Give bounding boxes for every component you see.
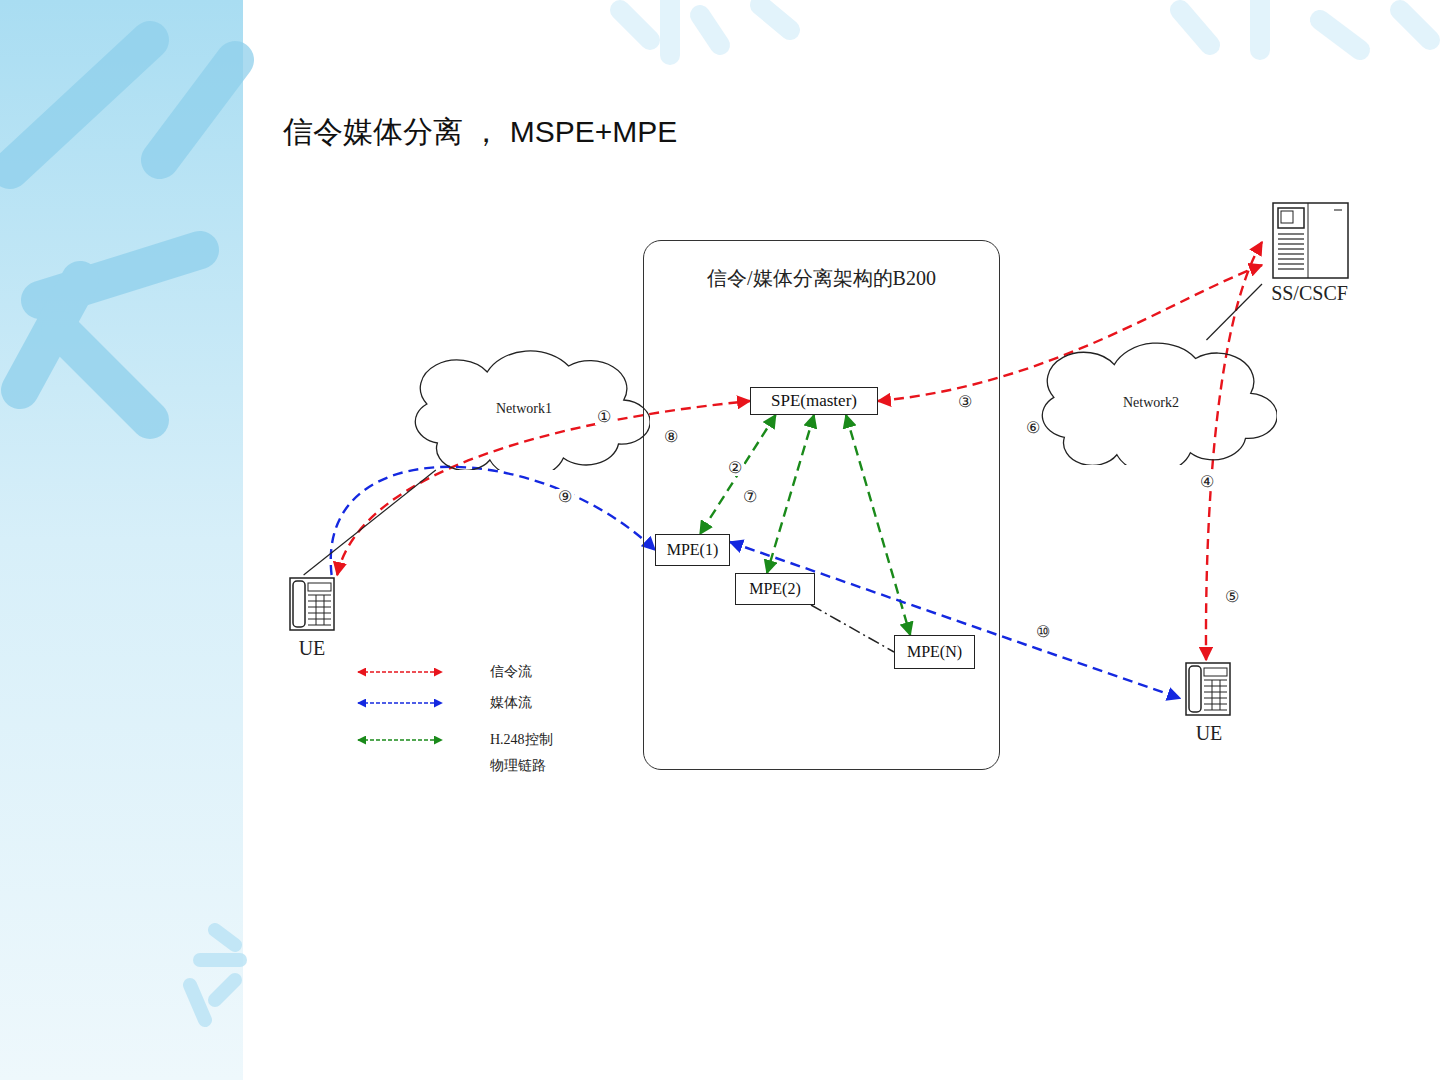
physical-link <box>1206 284 1262 340</box>
h248-control-flow <box>767 415 814 573</box>
legend-text: 媒体流 <box>490 694 532 712</box>
media-processing-entity: MPE(1) <box>655 534 730 566</box>
callout-number: ⑨ <box>556 489 574 505</box>
user-terminal: UE <box>284 575 340 660</box>
phone-icon <box>289 577 335 631</box>
legend-text: 物理链路 <box>490 757 546 775</box>
callout-number: ⑤ <box>1223 589 1241 605</box>
legend-text: H.248控制 <box>490 731 553 749</box>
media-processing-entity: MPE(2) <box>735 573 815 605</box>
box-label: MPE(N) <box>907 643 962 661</box>
callout-number: ⑦ <box>741 489 759 505</box>
legend-swatch <box>354 696 446 710</box>
device-label: UE <box>274 636 350 660</box>
device-label: SS/CSCF <box>1252 281 1367 305</box>
signaling-processing-entity: SPE(master) <box>750 387 878 415</box>
physical-link <box>811 605 894 652</box>
callout-number: ③ <box>956 394 974 410</box>
signaling-flow <box>1206 242 1262 660</box>
h248-control-flow <box>700 415 776 534</box>
media-processing-entity: MPE(N) <box>894 635 975 669</box>
user-terminal: UE <box>1180 660 1238 745</box>
signaling-flow <box>337 401 750 575</box>
system-boundary: 信令/媒体分离架构的B200SPE(master) MPE(1) MPE(2) MPE… <box>643 240 1000 770</box>
callout-number: ② <box>726 460 744 476</box>
media-flow <box>730 542 1180 698</box>
callout-number: ① <box>595 409 613 425</box>
device-label: UE <box>1170 721 1248 745</box>
network-label: Network2 <box>1025 395 1277 411</box>
network-cloud: Network2 <box>1025 340 1277 465</box>
phone-icon <box>1185 662 1231 716</box>
legend-swatch <box>354 665 446 679</box>
media-flow <box>331 467 655 575</box>
callout-number: ⑩ <box>1034 624 1052 640</box>
legend-swatch <box>354 733 446 747</box>
callout-number: ⑧ <box>662 429 680 445</box>
server-icon <box>1272 202 1349 279</box>
physical-link <box>304 470 436 575</box>
callout-number: ④ <box>1198 474 1216 490</box>
box-label: MPE(1) <box>667 541 719 559</box>
box-label: SPE(master) <box>771 391 857 411</box>
box-label: MPE(2) <box>749 580 801 598</box>
container-heading: 信令/媒体分离架构的B200 <box>644 265 999 292</box>
legend-text: 信令流 <box>490 663 532 681</box>
callout-number: ⑥ <box>1024 420 1042 436</box>
slide-title: 信令媒体分离 ， MSPE+MPE <box>283 112 677 153</box>
softswitch-server: SS/CSCF <box>1262 200 1357 305</box>
